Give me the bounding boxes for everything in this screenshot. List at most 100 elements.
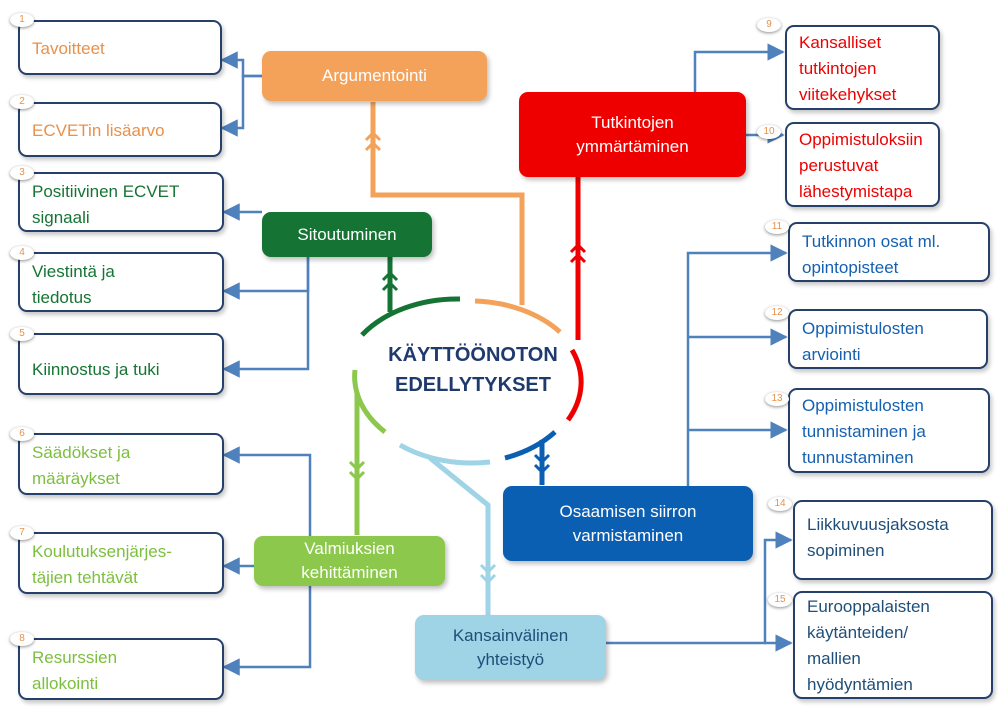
leaf-number-badge: 14 — [768, 497, 792, 511]
leaf-number-badge: 8 — [10, 632, 34, 646]
hub-label-line2: ymmärtäminen — [576, 136, 689, 156]
leaf-text-line1: Eurooppalaisten — [807, 597, 930, 616]
arrow-to-leaf-4 — [222, 257, 310, 300]
leaf-box-3: Positiivinen ECVET signaali — [18, 172, 224, 232]
leaf-connectors — [220, 43, 793, 676]
leaf-text-line1: Kansalliset — [799, 33, 882, 52]
center-ellipse — [352, 296, 584, 466]
leaf-text-line2: täjien tehtävät — [32, 568, 138, 587]
hub-label-line1: Valmiuksien — [304, 539, 395, 558]
leaf-box-12: Oppimistulosten arviointi — [788, 309, 988, 369]
leaf-text: Tavoitteet — [32, 39, 105, 58]
leaf-text-line1: Säädökset ja — [32, 443, 131, 462]
leaf-text-line4: hyödyntämien — [807, 675, 913, 694]
leaf-box-6: Säädökset ja määräykset — [18, 433, 224, 495]
leaf-box-13: Oppimistulosten tunnistaminen ja tunnust… — [788, 388, 990, 473]
leaf-number-badge: 6 — [10, 427, 34, 441]
leaf-box-10: Oppimistuloksiin perustuvat lähestymista… — [785, 122, 940, 207]
leaf-text-line2: tiedotus — [32, 288, 92, 307]
hub-kansainvalinen: Kansainvälinen yhteistyö — [415, 615, 606, 680]
leaf-text-line3: tunnustaminen — [802, 448, 914, 467]
hub-tutkintojen: Tutkintojen ymmärtäminen — [519, 92, 746, 177]
leaf-box-9: Kansalliset tutkintojen viitekehykset — [785, 25, 940, 110]
leaf-number-badge: 2 — [10, 95, 34, 109]
leaf-box-8: Resurssien allokointi — [18, 638, 224, 700]
connector-kansainvalinen — [428, 456, 491, 615]
arrow-to-leaf-2 — [220, 74, 262, 137]
leaf-text-line2: tunnistaminen ja — [802, 422, 926, 441]
leaf-text-line3: mallien — [807, 649, 861, 668]
chevron-sitoutuminen — [381, 270, 399, 292]
leaf-box-2: ECVETin lisäarvo — [18, 102, 222, 157]
leaf-box-15: Eurooppalaisten käytänteiden/ mallien hy… — [793, 591, 993, 699]
leaf-number-badge: 13 — [765, 392, 789, 406]
leaf-text-line3: lähestymistapa — [799, 182, 913, 201]
leaf-text-line2: opintopisteet — [802, 258, 899, 277]
leaf-text: ECVETin lisäarvo — [32, 121, 165, 140]
hub-label-line2: yhteistyö — [476, 649, 545, 669]
leaf-number-badge: 1 — [10, 13, 34, 27]
ellipse-segment-blue — [504, 430, 557, 461]
center-label-line1: KÄYTTÖÖNOTON — [388, 344, 558, 366]
arrow-to-leaf-8 — [222, 585, 312, 676]
hub-argumentointi: Argumentointi — [262, 51, 487, 101]
ellipse-segment-red — [565, 348, 584, 422]
arrow-to-leaf-5 — [222, 257, 310, 378]
leaf-text-line1: Oppimistulosten — [802, 319, 924, 338]
leaf-number-badge: 3 — [10, 166, 34, 180]
leaf-text-line1: Liikkuvuusjaksosta — [807, 515, 949, 534]
connector-argumentointi — [370, 102, 525, 305]
arrow-to-leaf-6 — [222, 446, 312, 537]
leaf-text-line2: arviointi — [802, 345, 861, 364]
leaf-box-4: Viestintä ja tiedotus — [18, 252, 224, 312]
leaf-text: Kiinnostus ja tuki — [32, 360, 160, 379]
hub-valmiuksien: Valmiuksien kehittäminen — [254, 536, 445, 586]
hub-label: Argumentointi — [322, 66, 427, 85]
hub-label-line1: Kansainvälinen — [452, 625, 569, 645]
arrow-to-leaf-11 — [686, 244, 788, 486]
leaf-text-line3: viitekehykset — [799, 85, 897, 104]
leaf-number-badge: 5 — [10, 327, 34, 341]
leaf-number-badge: 10 — [757, 125, 781, 139]
center-label: KÄYTTÖÖNOTON EDELLYTYKSET — [358, 340, 588, 400]
leaf-box-5: Kiinnostus ja tuki — [18, 333, 224, 395]
hub-label-line2: kehittäminen — [301, 563, 398, 582]
leaf-number-badge: 15 — [768, 593, 792, 607]
ellipse-segment-lightblue — [398, 442, 491, 466]
chevron-tutkintojen — [569, 242, 587, 264]
leaf-text-line1: Tutkinnon osat ml. — [802, 232, 941, 251]
leaf-text-line1: Koulutuksenjärjes- — [32, 542, 172, 561]
leaf-text-line1: Oppimistulosten — [802, 396, 924, 415]
chevron-argumentointi — [364, 130, 382, 152]
leaf-box-7: Koulutuksenjärjes- täjien tehtävät — [18, 532, 224, 594]
ellipse-segment-darkgreen — [360, 296, 461, 337]
arrow-to-leaf-14 — [606, 531, 793, 645]
leaf-box-14: Liikkuvuusjaksosta sopiminen — [793, 500, 993, 580]
leaf-number-badge: 9 — [757, 18, 781, 32]
leaf-box-11: Tutkinnon osat ml. opintopisteet — [788, 222, 990, 282]
leaf-number-badge: 4 — [10, 246, 34, 260]
leaf-text-line2: käytänteiden/ — [807, 623, 909, 642]
leaf-number-badge: 7 — [10, 526, 34, 540]
leaf-number-badge: 12 — [765, 306, 789, 320]
chevron-valmiuksien — [348, 460, 366, 482]
hub-label-line1: Osaamisen siirron — [559, 501, 697, 521]
ellipse-segment-orange — [474, 298, 562, 334]
leaf-text-line1: Oppimistuloksiin — [799, 130, 923, 149]
connector-chevrons — [348, 130, 587, 585]
ellipse-segment-lightgreen — [352, 369, 387, 434]
leaf-text-line2: määräykset — [32, 469, 120, 488]
chevron-osaamisen — [533, 453, 551, 475]
leaf-number-badge: 11 — [765, 220, 789, 234]
leaf-text-line2: sopiminen — [807, 541, 885, 560]
leaf-text-line2: allokointi — [32, 674, 99, 693]
hub-label-line2: varmistaminen — [572, 525, 684, 545]
leaf-text-line2: perustuvat — [799, 156, 879, 175]
leaf-text-line1: Positiivinen ECVET — [32, 182, 180, 201]
arrow-to-leaf-1 — [220, 51, 262, 78]
leaf-text-line1: Resurssien — [32, 648, 118, 667]
hub-label: Sitoutuminen — [297, 224, 397, 244]
leaf-text-line2: tutkintojen — [799, 59, 877, 78]
hub-label-line1: Tutkintojen — [591, 112, 674, 132]
